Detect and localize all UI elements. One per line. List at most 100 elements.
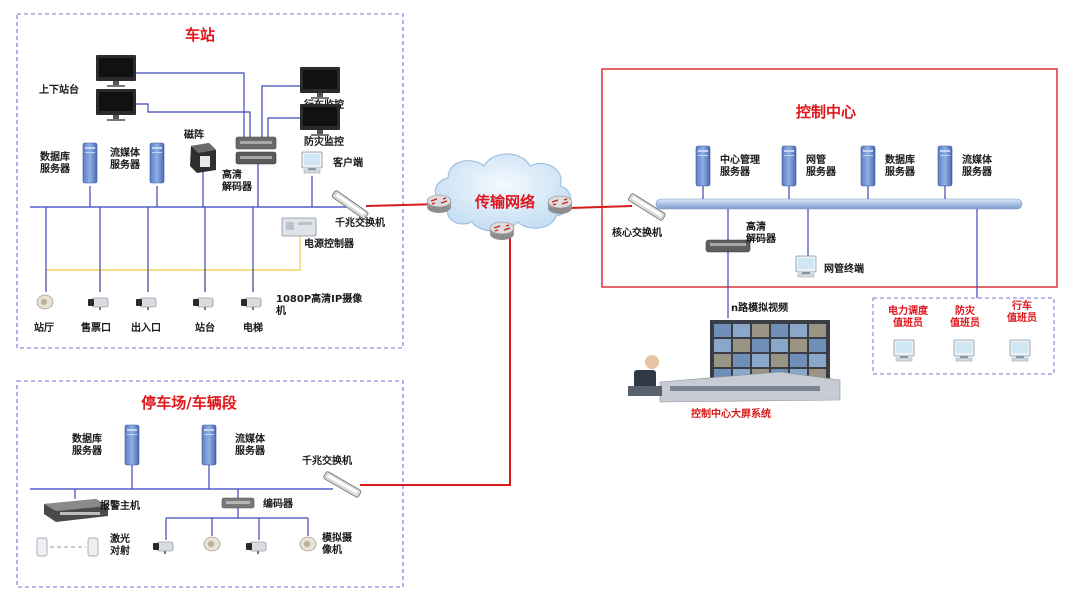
laser-beam-icon	[36, 537, 99, 557]
video-wall-tile	[714, 354, 731, 367]
video-wall-tile	[790, 324, 807, 337]
station-gigabit-switch-label: 千兆交换机	[335, 216, 385, 229]
core-switch-label: 核心交换机	[612, 226, 662, 239]
camera-label-0: 站厅	[34, 321, 54, 334]
video-wall-tile	[733, 339, 750, 352]
video-wall-tile	[752, 324, 769, 337]
network-router-bottom-icon	[489, 221, 515, 241]
center-hd-decoder-icon	[705, 239, 751, 253]
depot-title: 停车场/车辆段	[141, 394, 236, 412]
camera-lobby-icon	[36, 294, 54, 310]
depot-camera-3-icon	[245, 541, 267, 555]
disaster-monitor-label: 防灾监控	[304, 135, 344, 148]
center-streaming-server-icon	[937, 145, 953, 187]
camera-platform-icon	[192, 297, 214, 311]
center-db-server-label: 数据库服务器	[885, 153, 916, 178]
operators-region-border	[872, 297, 1055, 375]
video-wall-tile	[790, 354, 807, 367]
center-mgmt-server-icon	[695, 145, 711, 187]
station-db-server-icon	[82, 142, 98, 184]
camera-ticket-icon	[87, 297, 109, 311]
disk-array-label: 磁阵	[184, 128, 204, 141]
client-label: 客户端	[332, 156, 363, 169]
depot-streaming-server-icon	[201, 424, 217, 466]
depot-gigabit-switch-icon	[322, 470, 363, 499]
depot-links	[74, 465, 309, 540]
video-wall-tile	[809, 324, 826, 337]
video-wall-tile	[790, 339, 807, 352]
nms-terminal-label: 网管终端	[824, 262, 864, 275]
video-wall-tile	[752, 339, 769, 352]
video-wall-tile	[771, 324, 788, 337]
video-wall-tile	[809, 354, 826, 367]
power-dispatch-operator-label: 电力调度值班员	[888, 304, 929, 329]
camera-label-3: 站台	[195, 321, 215, 334]
disaster-prevention-operator-pc-icon	[953, 339, 975, 362]
camera-entrance-icon	[135, 297, 157, 311]
center-hd-decoder-label: 高清解码器	[746, 220, 777, 245]
video-wall-tile	[733, 324, 750, 337]
encoder-icon	[221, 497, 255, 509]
disk-array-icon	[190, 143, 216, 173]
depot-camera-1-icon	[152, 541, 174, 555]
nms-server-icon	[781, 145, 797, 187]
power-dispatch-operator-pc-icon	[893, 339, 915, 362]
train-operator-label: 行车值班员	[1007, 299, 1037, 324]
camera-label-4: 电梯	[243, 321, 263, 334]
encoder-label: 编码器	[263, 497, 294, 510]
platform-monitor-bottom	[96, 89, 136, 121]
control-center-title: 控制中心	[796, 103, 856, 121]
train-operator-pc-icon	[1009, 339, 1031, 362]
center-db-server-icon	[860, 145, 876, 187]
control-center-region-border	[601, 68, 1058, 288]
station-db-server-label: 数据库服务器	[40, 150, 71, 175]
camera-elevator-icon	[240, 297, 262, 311]
depot-camera-4-icon	[299, 536, 317, 552]
center-streaming-server-label: 流媒体服务器	[962, 153, 993, 178]
transmission-network-cloud	[426, 153, 573, 241]
depot-streaming-server-label: 流媒体服务器	[235, 432, 266, 457]
station-hd-decoder-icon	[235, 136, 277, 165]
station-camera-labels: 站厅 售票口 出入口 站台 电梯	[34, 321, 263, 334]
camera-label-1: 售票口	[81, 321, 111, 334]
station-hd-decoder-label: 高清解码器	[222, 168, 253, 193]
video-wall-tile	[733, 354, 750, 367]
depot-camera-2-icon	[203, 536, 221, 552]
platform-monitor-top	[96, 55, 136, 87]
network-router-right-icon	[547, 195, 573, 215]
camera-label-2: 出入口	[131, 321, 161, 334]
control-center-bus	[655, 198, 1023, 210]
depot-gigabit-switch-label: 千兆交换机	[302, 454, 352, 467]
ip-camera-type-label: 1080P高清IP摄像机	[276, 292, 363, 317]
disaster-prevention-operator-label: 防灾值班员	[950, 304, 980, 329]
platform-monitor-label: 上下站台	[39, 83, 79, 96]
station-gigabit-switch-icon	[330, 189, 370, 220]
client-pc-icon	[301, 151, 323, 174]
laser-label: 激光对射	[110, 532, 130, 557]
control-center-links	[702, 186, 978, 318]
station-camera-row	[36, 294, 262, 311]
video-wall-tile	[771, 354, 788, 367]
analog-video-label: n路模拟视频	[731, 301, 788, 314]
network-red-lines	[360, 203, 633, 486]
power-controller-label: 电源控制器	[304, 237, 355, 250]
station-streaming-server-icon	[149, 142, 165, 184]
station-title: 车站	[185, 26, 215, 44]
depot-db-server-icon	[124, 424, 140, 466]
depot-db-server-label: 数据库服务器	[72, 432, 103, 457]
station-streaming-server-label: 流媒体服务器	[110, 146, 141, 171]
center-mgmt-server-label: 中心管理服务器	[720, 153, 760, 178]
nms-terminal-icon	[795, 255, 817, 278]
train-monitor-display	[300, 67, 340, 99]
video-wall-label: 控制中心大屏系统	[691, 407, 771, 420]
video-wall-tile	[752, 354, 769, 367]
alarm-host-label: 报警主机	[100, 499, 140, 512]
video-wall-tile	[771, 339, 788, 352]
operator-icons	[893, 339, 1031, 362]
video-wall-tile	[809, 339, 826, 352]
power-controller-icon	[281, 217, 317, 237]
network-router-left-icon	[426, 194, 452, 214]
analog-camera-label: 模拟摄像机	[321, 531, 353, 556]
depot-region-border	[16, 380, 404, 588]
